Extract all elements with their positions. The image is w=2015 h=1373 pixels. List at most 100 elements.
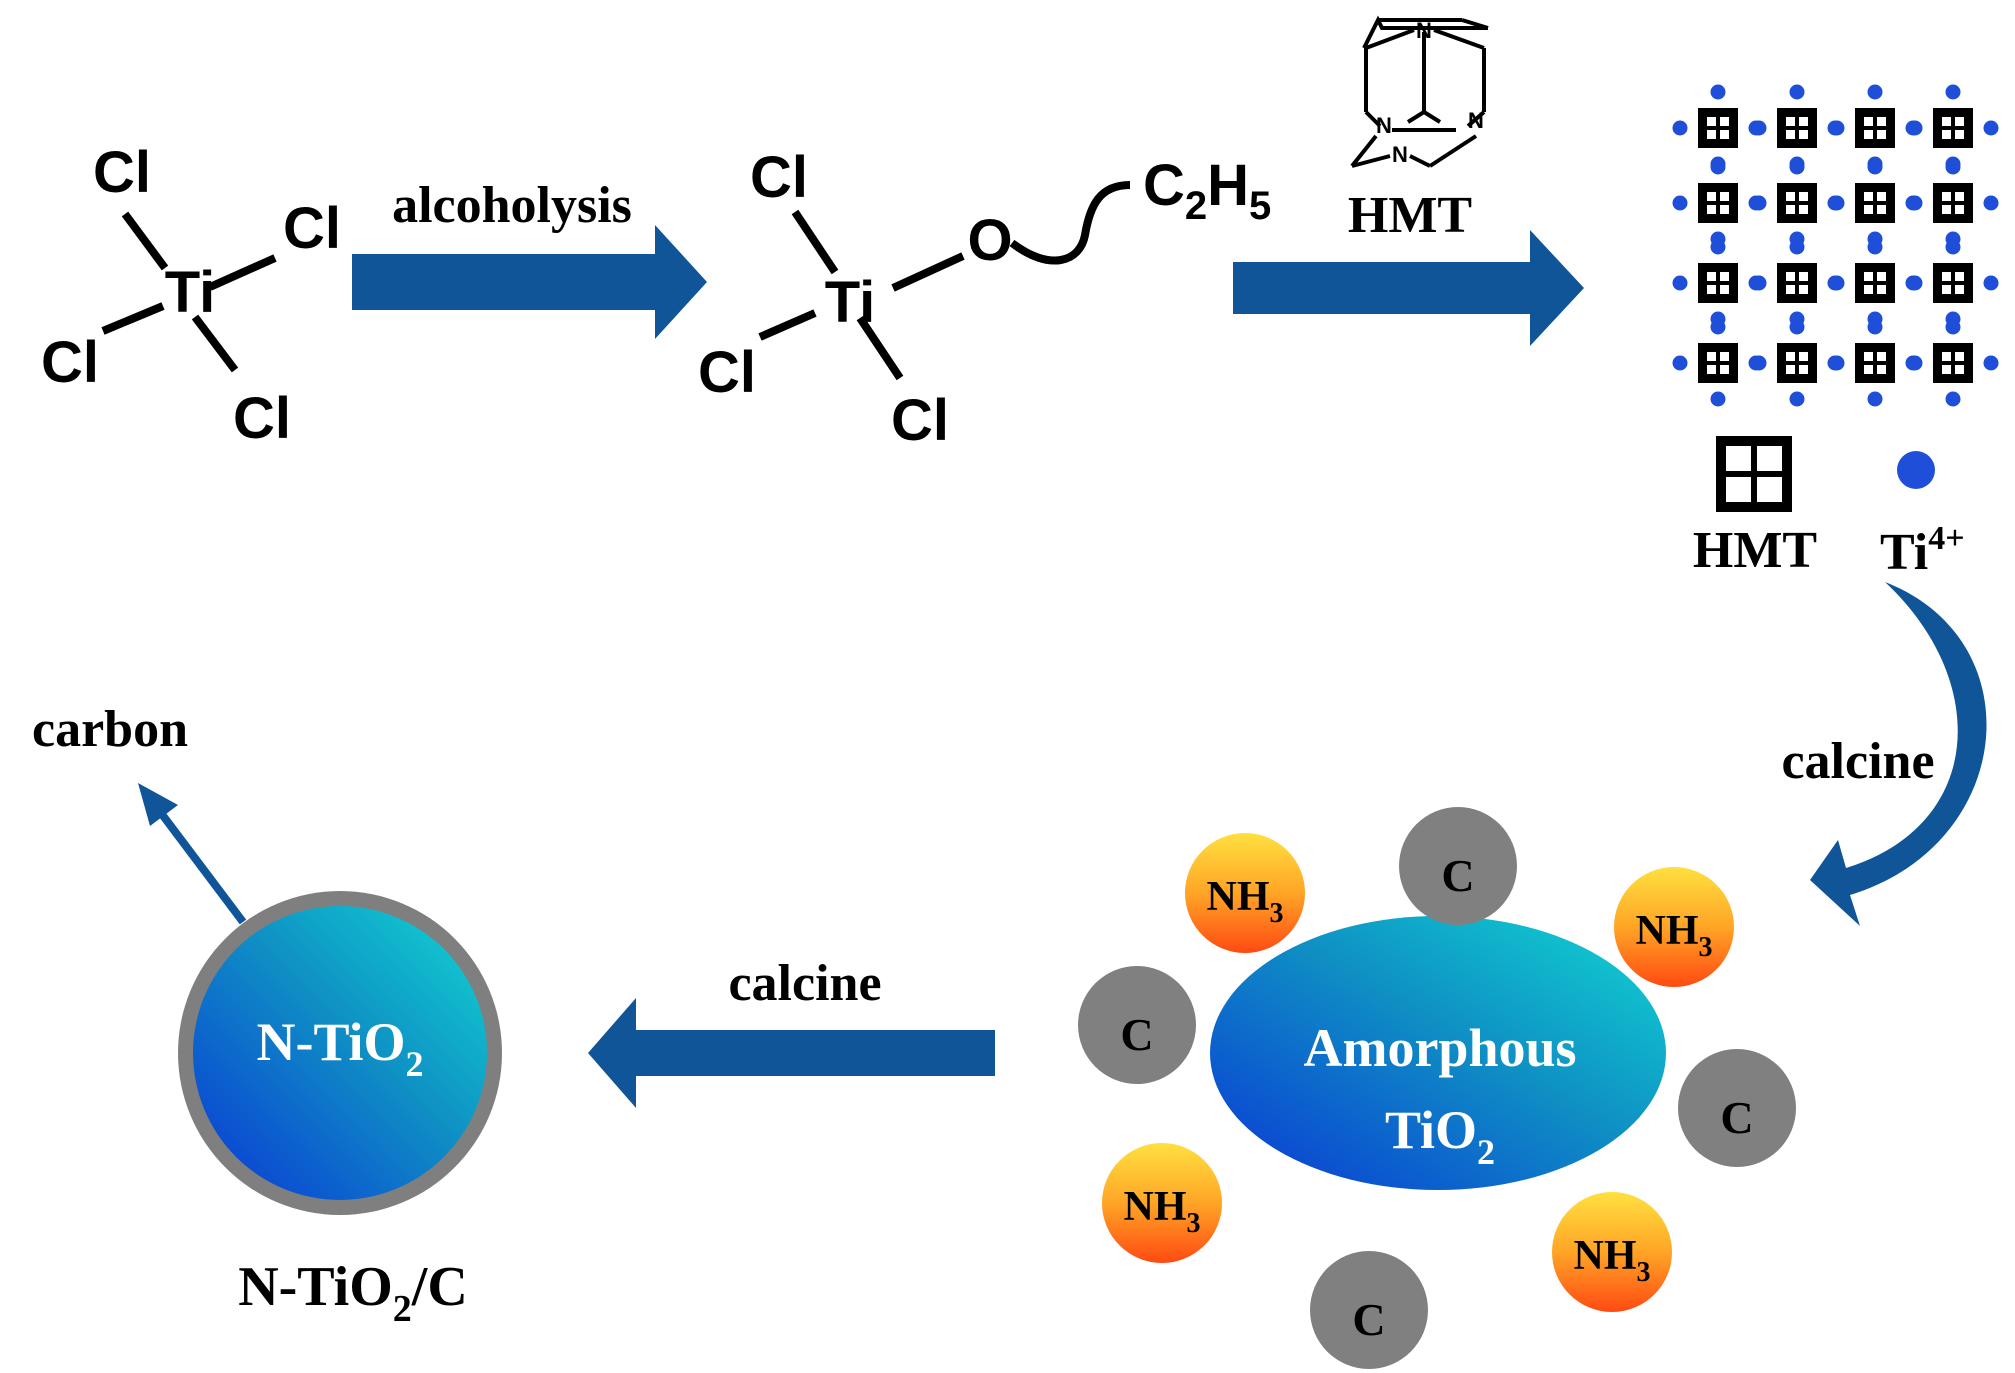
carbon-pointer-arrow bbox=[151, 802, 247, 925]
bond bbox=[191, 314, 239, 373]
ti-ion-dot bbox=[1829, 195, 1845, 211]
carbon-ball: C bbox=[1310, 1251, 1428, 1369]
carbon-ball: C bbox=[1399, 807, 1517, 925]
ammonia-ball: NH3 bbox=[1102, 1143, 1222, 1263]
ti-ion-dot bbox=[1829, 355, 1845, 371]
bond bbox=[791, 209, 839, 275]
carbon-ball: C bbox=[1078, 966, 1196, 1084]
ti-ion-dot bbox=[1867, 391, 1883, 407]
ti-ion-dot bbox=[1907, 355, 1923, 371]
bond bbox=[758, 309, 817, 341]
hmt-unit bbox=[1777, 108, 1817, 148]
cl-atom-right: Cl bbox=[283, 196, 341, 261]
ti-ion-dot bbox=[1789, 159, 1805, 175]
n-atom: N bbox=[1376, 113, 1392, 138]
svg-text:C: C bbox=[1352, 1294, 1385, 1345]
complex-legend: HMT Ti4+ bbox=[1693, 436, 1965, 581]
ti-ion-dot bbox=[1710, 391, 1726, 407]
hmt-unit bbox=[1933, 108, 1973, 148]
ti-ion-dot bbox=[1710, 319, 1726, 335]
cl-atom-bottom: Cl bbox=[233, 386, 291, 451]
svg-text:NH3: NH3 bbox=[1207, 874, 1284, 929]
ti-ion-dot bbox=[1945, 239, 1961, 255]
ti-atom: Ti bbox=[165, 260, 216, 325]
ti-ion-dot bbox=[1751, 195, 1767, 211]
n-atom: N bbox=[1416, 18, 1432, 43]
bond bbox=[121, 211, 169, 271]
amorphous-tio2-cluster: Amorphous TiO2 C C C C NH3 NH3 NH3 bbox=[1078, 807, 1796, 1369]
svg-text:NH3: NH3 bbox=[1574, 1233, 1651, 1288]
svg-text:NH3: NH3 bbox=[1124, 1184, 1201, 1239]
bond bbox=[856, 315, 904, 381]
ethyl-group: C2H5 bbox=[1143, 153, 1271, 228]
ti-ion-dot bbox=[1983, 275, 1999, 291]
ti-ion-dot bbox=[1945, 319, 1961, 335]
calcine-label-2: calcine bbox=[728, 955, 881, 1012]
ti-ion-dot bbox=[1710, 84, 1726, 100]
calcine-curved-arrow bbox=[1810, 582, 1987, 926]
hmt-unit bbox=[1855, 263, 1895, 303]
bond bbox=[891, 252, 965, 292]
svg-text:NH3: NH3 bbox=[1636, 908, 1713, 963]
bond bbox=[101, 302, 165, 335]
ti-ion-dot bbox=[1907, 120, 1923, 136]
ammonia-ball: NH3 bbox=[1614, 867, 1734, 987]
ti-ion-dot bbox=[1907, 195, 1923, 211]
n-atom: N bbox=[1392, 142, 1408, 167]
ti-ion-dot bbox=[1672, 120, 1688, 136]
bond bbox=[208, 254, 277, 291]
ti-ion-dot bbox=[1789, 84, 1805, 100]
cl-atom-bottom: Cl bbox=[891, 388, 949, 453]
ti-ion-dot bbox=[1945, 84, 1961, 100]
ti-ion-dot bbox=[1672, 195, 1688, 211]
ti-ion-dot bbox=[1710, 239, 1726, 255]
calcine-label-1: calcine bbox=[1781, 733, 1934, 790]
svg-text:C: C bbox=[1120, 1009, 1153, 1060]
hmt-structure-atoms: N N N N bbox=[1376, 18, 1484, 167]
calcine-arrow bbox=[588, 998, 995, 1108]
hmt-unit bbox=[1855, 343, 1895, 383]
hmt-ti-complex-grid bbox=[1672, 84, 1999, 407]
ti-ion-dot bbox=[1867, 159, 1883, 175]
core-label: N-TiO2 bbox=[256, 1012, 423, 1084]
ticl4-molecule: Ti Cl Cl Cl Cl bbox=[41, 140, 341, 451]
product-name: N-TiO2/C bbox=[238, 1256, 468, 1330]
ti-atom: Ti bbox=[825, 270, 876, 335]
hmt-structure bbox=[1350, 15, 1489, 168]
hmt-unit bbox=[1777, 183, 1817, 223]
ti-ion-dot bbox=[1867, 239, 1883, 255]
ti-ion-dot bbox=[1983, 120, 1999, 136]
hmt-unit bbox=[1855, 108, 1895, 148]
hmt-unit bbox=[1777, 343, 1817, 383]
ti-ion-dot bbox=[1751, 120, 1767, 136]
carbon-ball: C bbox=[1678, 1049, 1796, 1167]
hmt-legend-box bbox=[1716, 436, 1792, 512]
hmt-unit bbox=[1777, 263, 1817, 303]
n-tio2-c-particle: N-TiO2 bbox=[178, 891, 502, 1215]
hmt-unit bbox=[1698, 343, 1738, 383]
ti-ion-dot bbox=[1983, 195, 1999, 211]
ti-ion-dot bbox=[1907, 275, 1923, 291]
svg-text:C: C bbox=[1720, 1092, 1753, 1143]
alcoholysis-arrow bbox=[352, 225, 707, 339]
hmt-unit bbox=[1933, 183, 1973, 223]
ti-ion-dot bbox=[1789, 239, 1805, 255]
cl-atom-left: Cl bbox=[41, 330, 99, 395]
ti-ion-dot bbox=[1829, 120, 1845, 136]
amorphous-tio2-particle bbox=[1210, 916, 1666, 1190]
hmt-reaction-arrow bbox=[1233, 230, 1584, 346]
ti-ion-dot bbox=[1751, 275, 1767, 291]
cl-atom-top: Cl bbox=[750, 145, 808, 210]
ti-ion-dot bbox=[1829, 275, 1845, 291]
ti-legend-dot bbox=[1897, 451, 1935, 489]
ti-ion-dot bbox=[1672, 275, 1688, 291]
alcoholysis-label: alcoholysis bbox=[392, 177, 632, 234]
hmt-unit bbox=[1698, 263, 1738, 303]
carbon-label: carbon bbox=[32, 701, 188, 758]
svg-text:C: C bbox=[1441, 850, 1474, 901]
hmt-unit bbox=[1698, 108, 1738, 148]
ti-ion-dot bbox=[1867, 319, 1883, 335]
n-tio2-core bbox=[193, 906, 487, 1200]
cl-atom-left: Cl bbox=[698, 340, 756, 405]
